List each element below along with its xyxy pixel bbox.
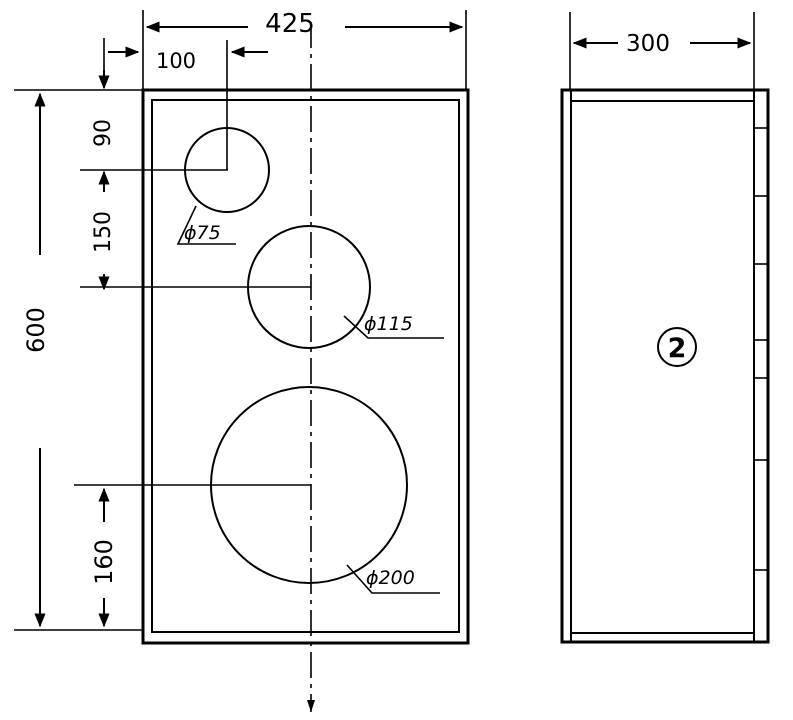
part-number-circle <box>657 327 697 367</box>
tweeter-offset-y-label: 90 <box>91 119 116 147</box>
midrange-hole <box>247 225 371 349</box>
tweeter-diameter-label: ϕ75 <box>184 222 221 244</box>
tweeter-hole <box>184 127 270 213</box>
front-panel-inner <box>151 99 460 633</box>
side-panel-outer <box>560 88 770 644</box>
side-view: 300 2 <box>560 12 770 644</box>
height-dimension-label: 600 <box>22 307 50 353</box>
woofer-diameter-label: ϕ200 <box>366 567 415 589</box>
width-dimension-label: 425 <box>265 9 315 39</box>
tweeter-offset-x-label: 100 <box>156 49 196 73</box>
midrange-diameter-label: ϕ115 <box>364 313 413 335</box>
mid-spacing-label: 150 <box>91 211 116 253</box>
depth-dimension-label: 300 <box>626 31 670 57</box>
woofer-hole <box>210 386 408 584</box>
front-view: 425 100 600 90 150 160 ϕ75 <box>14 9 470 712</box>
part-number-label: 2 <box>668 333 687 364</box>
front-panel-outer <box>141 88 470 645</box>
woofer-bottom-offset-label: 160 <box>90 539 118 585</box>
